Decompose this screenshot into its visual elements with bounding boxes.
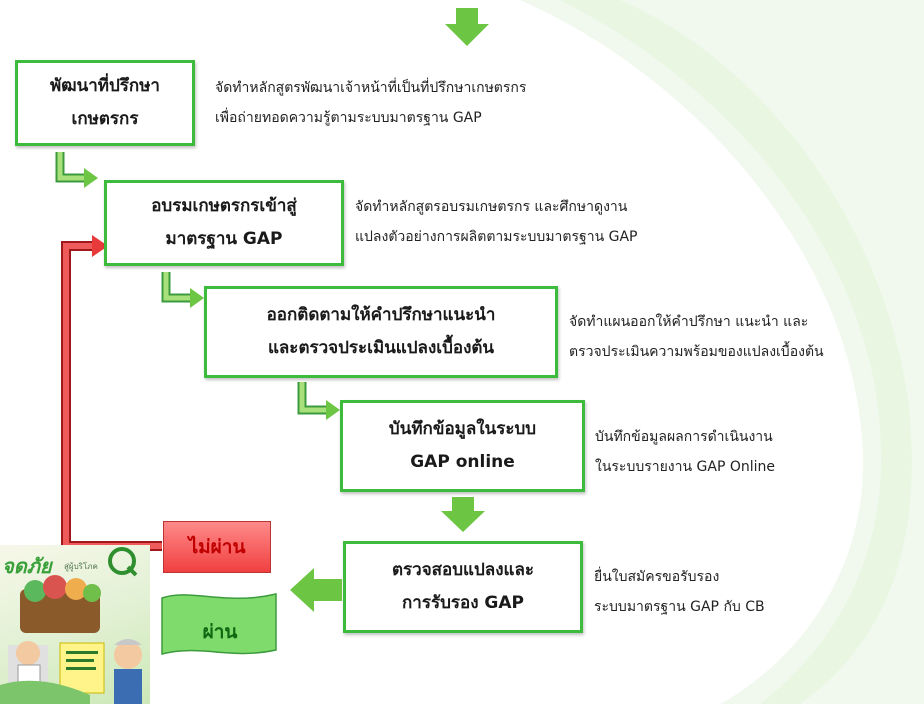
node-followup: ออกติดตามให้คำปรึกษาแนะนำ และตรวจประเมิน…: [204, 286, 558, 378]
node-followup-line2: และตรวจประเมินแปลงเบื้องต้น: [267, 338, 495, 358]
down-arrow-icon: [441, 497, 485, 532]
desc-record-line1: บันทึกข้อมูลผลการดำเนินงาน: [595, 429, 773, 445]
node-inspect-line2: การรับรอง GAP: [401, 593, 525, 613]
desc-advisor-line2: เพื่อถ่ายทอดความรู้ตามระบบมาตรฐาน GAP: [215, 110, 482, 126]
node-training-line2: มาตรฐาน GAP: [165, 229, 283, 249]
node-training: อบรมเกษตรกรเข้าสู่ มาตรฐาน GAP: [104, 180, 344, 266]
feedback-arrow-icon: [61, 235, 162, 551]
desc-training-line2: แปลงตัวอย่างการผลิตตามระบบมาตรฐาน GAP: [355, 229, 638, 245]
desc-followup: จัดทำแผนออกให้คำปรึกษา แนะนำ และ ตรวจประ…: [569, 307, 824, 367]
elbow-arrow-icon: [297, 382, 340, 420]
pass-label: ผ่าน: [202, 621, 238, 643]
desc-inspect: ยื่นใบสมัครขอรับรอง ระบบมาตรฐาน GAP กับ …: [594, 562, 765, 622]
node-training-line1: อบรมเกษตรกรเข้าสู่: [151, 196, 297, 216]
desc-record-line2: ในระบบรายงาน GAP Online: [595, 459, 775, 475]
node-record-line2: GAP online: [410, 452, 515, 472]
node-followup-line1: ออกติดตามให้คำปรึกษาแนะนำ: [266, 305, 496, 325]
elbow-arrow-icon: [55, 152, 98, 188]
gap-logo-illustration: จดภัย สู่ผู้บริโภค: [0, 545, 150, 704]
desc-advisor: จัดทำหลักสูตรพัฒนาเจ้าหน้าที่เป็นที่ปรึก…: [215, 73, 526, 133]
down-arrow-icon: [445, 8, 489, 46]
svg-text:สู่ผู้บริโภค: สู่ผู้บริโภค: [64, 561, 98, 572]
desc-advisor-line1: จัดทำหลักสูตรพัฒนาเจ้าหน้าที่เป็นที่ปรึก…: [215, 80, 527, 96]
node-record: บันทึกข้อมูลในระบบ GAP online: [340, 400, 585, 492]
node-advisor: พัฒนาที่ปรึกษา เกษตรกร: [15, 60, 195, 146]
desc-inspect-line2: ระบบมาตรฐาน GAP กับ CB: [594, 599, 765, 615]
fail-label: ไม่ผ่าน: [163, 521, 271, 573]
pass-banner: [161, 593, 277, 655]
desc-record: บันทึกข้อมูลผลการดำเนินงาน ในระบบรายงาน …: [595, 422, 775, 482]
node-advisor-line2: เกษตรกร: [71, 109, 139, 129]
svg-text:จดภัย: จดภัย: [2, 554, 54, 578]
desc-inspect-line1: ยื่นใบสมัครขอรับรอง: [594, 569, 720, 585]
desc-training-line1: จัดทำหลักสูตรอบรมเกษตรกร และศึกษาดูงาน: [355, 199, 628, 215]
node-inspect: ตรวจสอบแปลงและ การรับรอง GAP: [343, 541, 583, 633]
desc-followup-line1: จัดทำแผนออกให้คำปรึกษา แนะนำ และ: [569, 314, 809, 330]
node-inspect-line1: ตรวจสอบแปลงและ: [391, 560, 535, 580]
left-arrow-icon: [290, 568, 342, 612]
desc-followup-line2: ตรวจประเมินความพร้อมของแปลงเบื้องต้น: [569, 344, 824, 360]
elbow-arrow-icon: [161, 272, 204, 308]
node-advisor-line1: พัฒนาที่ปรึกษา: [50, 76, 160, 96]
desc-training: จัดทำหลักสูตรอบรมเกษตรกร และศึกษาดูงาน แ…: [355, 192, 638, 252]
node-record-line1: บันทึกข้อมูลในระบบ: [388, 419, 537, 439]
